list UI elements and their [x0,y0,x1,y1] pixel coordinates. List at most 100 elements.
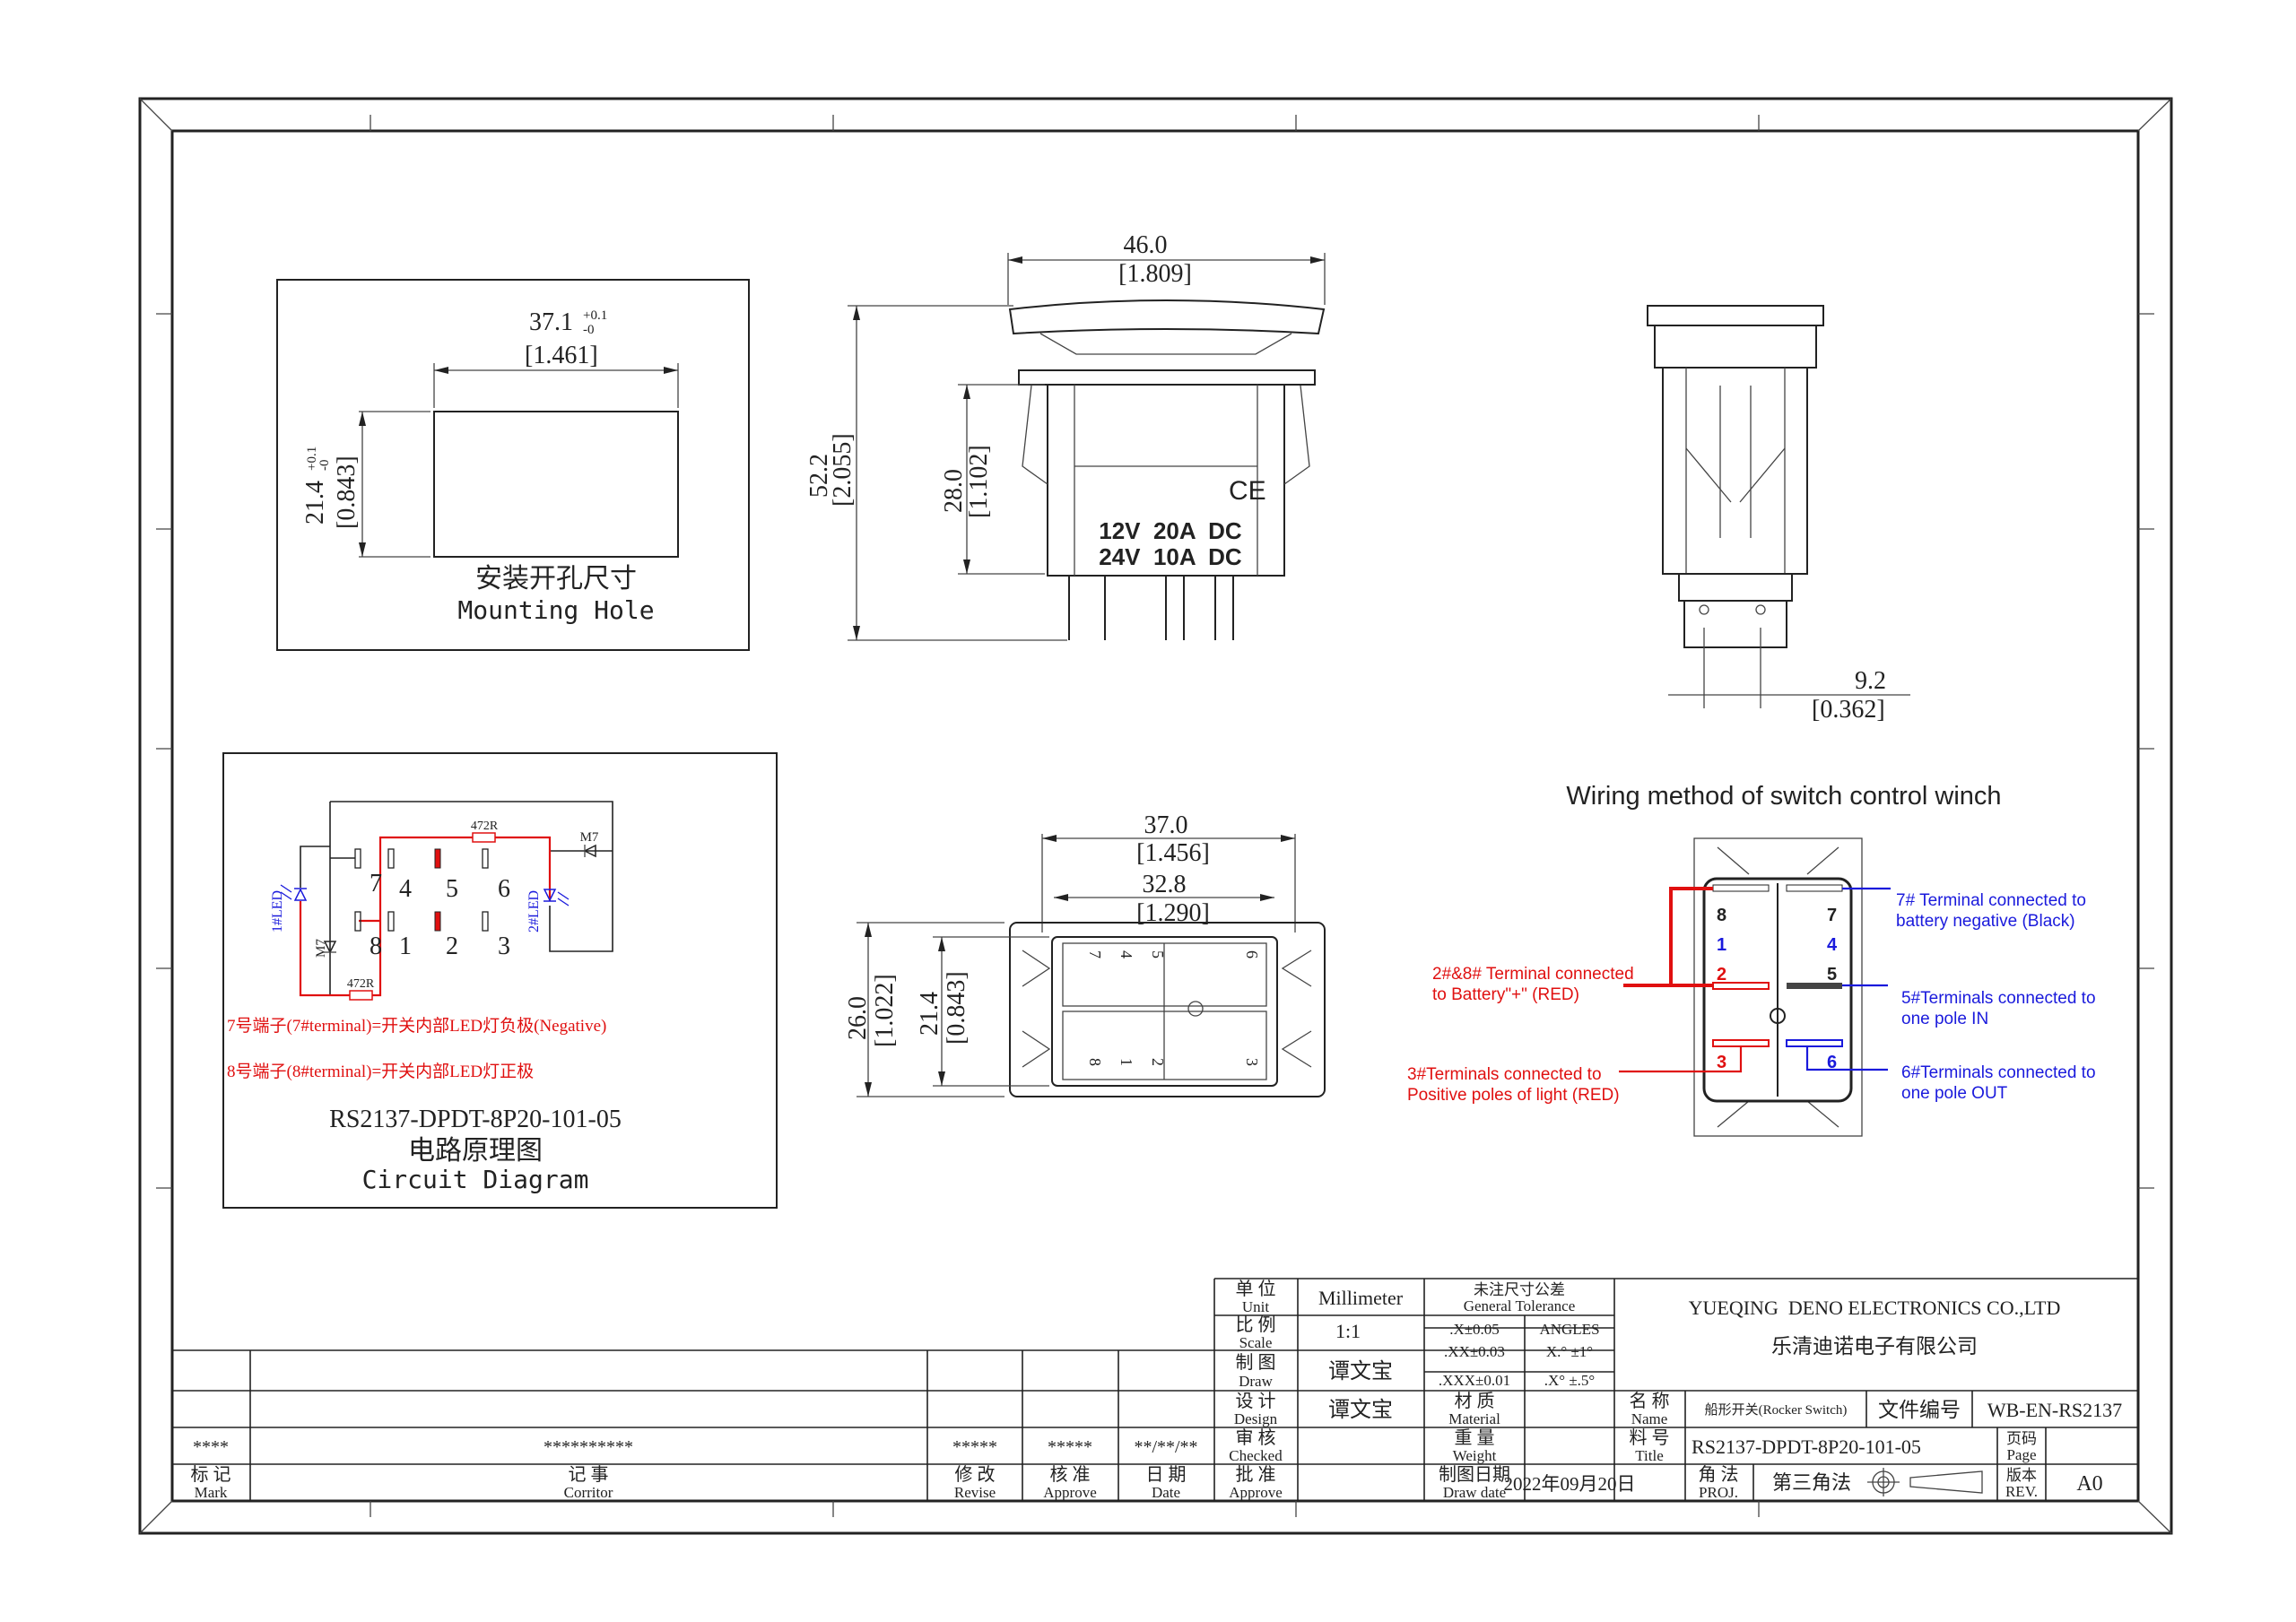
tb-rev-cn: 版本 [2006,1467,2037,1484]
revision-header-revise-cn: 修 改 [955,1464,996,1485]
front-body-dim: 28.0 [940,469,968,513]
tb-design-value: 谭文宝 [1328,1398,1393,1422]
tb-checked-en: Checked [1229,1447,1283,1464]
revision-header-date-cn: 日 期 [1146,1465,1187,1485]
bottom-outer-width-inch: [1.456] [1136,839,1210,867]
front-width-dim: 46.0 [1124,231,1168,259]
mounting-height-tol-minus: -0 [317,460,332,472]
revision-header-mark-cn: 标 记 [191,1464,231,1485]
wiring-note-6-line1: 6#Terminals connected to [1901,1063,2096,1082]
revision-header-revise-en: Revise [954,1484,996,1501]
wiring-terminal-5: 5 [1827,965,1837,984]
mounting-hole-title-cn: 安装开孔尺寸 [475,564,637,594]
tb-company-en: YUEQING DENO ELECTRONICS CO.,LTD [1689,1297,2061,1319]
bottom-view: 37.0 [1.456] 32.8 [1.290] 26.0 [1.022] 2… [844,811,1326,1097]
revision-block: **** ********** ***** ***** **/**/** 标 记… [172,1349,1214,1501]
side-pin-inch: [0.362] [1812,696,1885,724]
bottom-terminal-2: 2 [1149,1058,1167,1066]
bottom-inner-height-dim: 21.4 [916,992,944,1036]
bottom-terminal-8: 8 [1086,1058,1104,1066]
resistor-label-top: 472R [471,820,499,833]
tb-tol-x: .X±0.05 [1449,1321,1500,1338]
terminal-7: 7 [370,870,382,898]
tb-approve-en: Approve [1229,1484,1282,1501]
front-view: 46.0 [1.809] 52.2 [2.055] 28.0 [1.102] C… [805,231,1326,641]
wiring-note-2-8-line1: 2#&8# Terminal connected [1432,965,1634,984]
revision-header-approve-en: Approve [1043,1484,1096,1501]
rating-24v: 24V 10A DC [1099,543,1242,570]
tb-unit-en: Unit [1242,1298,1270,1315]
terminal-8: 8 [370,932,382,960]
tb-proj-en: PROJ. [1699,1484,1738,1501]
ce-mark: CE [1229,476,1266,506]
resistor-label-bottom: 472R [347,977,375,991]
wiring-terminal-8: 8 [1717,906,1726,925]
wiring-note-3-line2: Positive poles of light (RED) [1407,1086,1620,1105]
bottom-outer-height-dim: 26.0 [844,996,872,1040]
bottom-terminal-3: 3 [1243,1058,1261,1066]
circuit-note-1: 7号端子(7#terminal)=开关内部LED灯负极(Negative) [227,1016,606,1036]
tb-company-cn: 乐清迪诺电子有限公司 [1771,1335,1978,1357]
tb-scale-value: 1:1 [1335,1320,1361,1342]
bottom-terminal-6: 6 [1243,950,1261,958]
tb-draw-cn: 制 图 [1236,1352,1276,1373]
tb-unit-cn: 单 位 [1236,1279,1276,1299]
tb-tol-xxx: .XXX±0.01 [1439,1372,1510,1389]
mounting-height-dim: 21.4 [301,481,329,525]
bottom-terminal-4: 4 [1118,950,1135,958]
front-width-inch: [1.809] [1118,260,1192,288]
front-height-dim: 52.2 [805,454,833,498]
tb-draw-en: Draw [1239,1373,1273,1390]
tb-design-cn: 设 计 [1236,1391,1276,1411]
side-view: 9.2 [0.362] [1647,305,1910,724]
mounting-width-dim: 37.1 [529,308,573,336]
mounting-height-tol-plus: +0.1 [305,447,319,471]
bottom-inner-width-dim: 32.8 [1143,871,1187,898]
revision-approve-value: ***** [1048,1437,1092,1457]
wiring-title: Wiring method of switch control winch [1566,782,2001,811]
tb-draw-value: 谭文宝 [1328,1359,1393,1383]
revision-header-mark-en: Mark [195,1484,228,1501]
circuit-part-number: RS2137-DPDT-8P20-101-05 [329,1106,622,1133]
wiring-note-7-line2: battery negative (Black) [1896,912,2075,931]
wiring-terminal-6: 6 [1827,1053,1837,1072]
led-icon [280,884,570,906]
tb-page-en: Page [2006,1446,2036,1463]
wiring-note-5-line1: 5#Terminals connected to [1901,989,2096,1008]
third-angle-projection-icon [1867,1468,1983,1496]
mounting-height-inch: [0.843] [333,455,361,529]
wiring-note-5-line2: one pole IN [1901,1010,1988,1028]
tb-checked-cn: 审 核 [1236,1427,1276,1448]
side-pin-dim: 9.2 [1855,667,1886,695]
rating-12v: 12V 20A DC [1099,517,1242,544]
sheet-frame [138,97,2173,1535]
wiring-terminal-3: 3 [1717,1053,1726,1072]
terminal-2: 2 [446,932,458,960]
wiring-diagram: Wiring method of switch control winch 8 … [1407,782,2096,1137]
tb-tol-angles: ANGLES [1539,1321,1599,1338]
front-height-inch: [2.055] [829,433,857,507]
mounting-width-tol-plus: +0.1 [583,308,607,323]
terminal-pads [354,848,489,932]
terminal-4: 4 [399,875,412,903]
revision-header-corritor-en: Corritor [564,1484,613,1501]
mounting-hole-title-en: Mounting Hole [457,595,654,625]
tb-title-cn: 料 号 [1630,1427,1670,1448]
tb-title-value: RS2137-DPDT-8P20-101-05 [1692,1436,1921,1458]
tb-rev-value: A0 [2076,1472,2102,1496]
terminal-5: 5 [446,875,458,903]
bottom-terminal-5: 5 [1149,950,1167,958]
tb-material-en: Material [1448,1410,1500,1427]
revision-revise-value: ***** [952,1437,997,1457]
wiring-terminal-4: 4 [1827,935,1838,955]
mounting-width-inch: [1.461] [525,342,598,369]
revision-date-value: **/**/** [1134,1437,1197,1457]
tb-material-cn: 材 质 [1455,1391,1495,1411]
revision-mark-value: **** [193,1437,229,1457]
revision-corritor-value: ********** [544,1437,633,1457]
revision-header-approve-cn: 核 准 [1050,1464,1091,1485]
wiring-terminal-7: 7 [1827,906,1837,925]
bottom-terminal-7: 7 [1086,950,1104,958]
circuit-note-2: 8号端子(8#terminal)=开关内部LED灯正极 [227,1062,534,1081]
tb-draw-date-value: 2022年09月20日 [1504,1473,1636,1495]
